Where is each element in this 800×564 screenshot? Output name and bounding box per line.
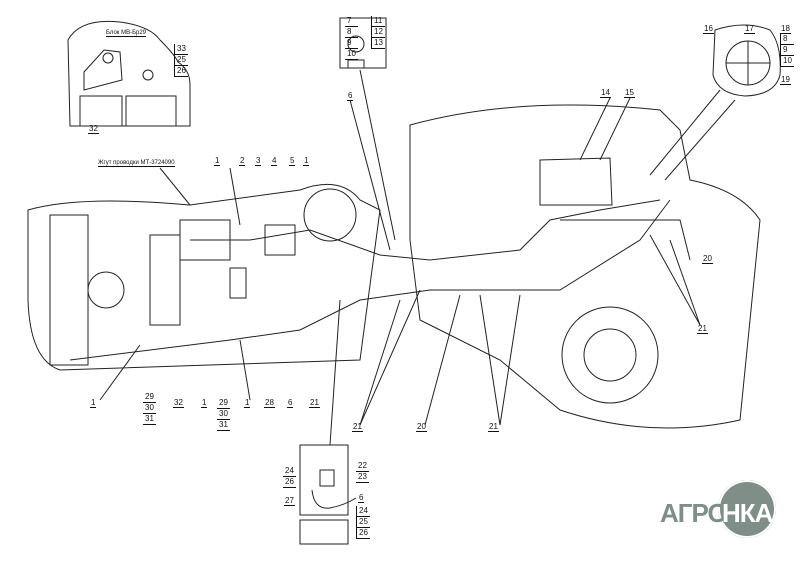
callout-stack-b: 29 30 31 <box>217 398 230 431</box>
callout: 29 <box>143 392 156 403</box>
callout: 4 <box>271 156 278 166</box>
callout: 31 <box>143 414 156 425</box>
callout: 33 <box>175 44 188 55</box>
callout: 25 <box>175 55 188 66</box>
callout: 14 <box>600 88 611 98</box>
callout: 30 <box>217 409 230 420</box>
agronka-logo: АГРО НКА <box>660 478 790 548</box>
callout: 6 <box>287 398 294 408</box>
callout: 32 <box>88 124 99 134</box>
callout: 25 <box>357 517 370 528</box>
block-note: Блок МВ-Бр29 <box>106 30 147 37</box>
callout-stack-top-left: 33 25 26 <box>174 44 188 77</box>
callout-stack-bottom-left: 24 26 <box>283 466 296 488</box>
callout: 20 <box>416 422 427 432</box>
callout: 29 <box>217 398 230 409</box>
callout: 1 <box>214 156 221 166</box>
callout: 21 <box>309 398 320 408</box>
callout: 1 <box>244 398 251 408</box>
inset-outline <box>712 24 781 97</box>
callout: 1 <box>90 398 97 408</box>
callout: 13 <box>372 38 385 49</box>
callout: 1 <box>303 156 310 166</box>
callout: 26 <box>357 528 370 539</box>
callout: 11 <box>372 16 385 27</box>
callout: 9 <box>345 38 358 49</box>
callout-stack-top-center: 7 8 9 10 <box>345 16 358 60</box>
logo-text: АГРО <box>660 498 728 528</box>
callout: 28 <box>264 398 275 408</box>
callout: 18 <box>780 24 791 34</box>
callout: 21 <box>352 422 363 432</box>
callout: 31 <box>217 420 230 431</box>
callout: 21 <box>697 324 708 334</box>
callout: 10 <box>781 56 794 67</box>
callout: 5 <box>289 156 296 166</box>
callout: 24 <box>357 506 370 517</box>
callout: 26 <box>175 66 188 77</box>
callout: 6 <box>347 91 354 101</box>
callout: 23 <box>356 472 369 483</box>
callout: 15 <box>624 88 635 98</box>
callout: 24 <box>283 466 296 477</box>
callout: 20 <box>702 254 713 264</box>
callout: 27 <box>284 496 295 506</box>
callout: 21 <box>488 422 499 432</box>
callout: 8 <box>781 34 794 45</box>
callout: 32 <box>173 398 184 408</box>
callout: 10 <box>345 49 358 60</box>
callout: 3 <box>255 156 262 166</box>
callout-stack-top-right: 8 9 10 <box>780 34 794 67</box>
callout: 17 <box>744 24 755 34</box>
callout: 12 <box>372 27 385 38</box>
inset-outline <box>67 20 191 127</box>
callout-stack-top-center-right: 11 12 13 <box>371 16 385 49</box>
callout-stack-a: 29 30 31 <box>143 392 156 425</box>
callout: 1 <box>201 398 208 408</box>
callout: 7 <box>345 16 358 27</box>
callout-stack-bottom-right: 24 25 26 <box>356 506 370 539</box>
callout: 2 <box>239 156 246 166</box>
callout: 6 <box>358 493 365 503</box>
callout: 19 <box>780 75 791 85</box>
callout: 9 <box>781 45 794 56</box>
callout: 22 <box>356 461 369 472</box>
callout: 30 <box>143 403 156 414</box>
inset-outline <box>299 444 349 516</box>
logo-circle <box>718 480 776 538</box>
harness-note: Жгут проводки МТ-3724090 <box>98 160 175 167</box>
callout: 8 <box>345 27 358 38</box>
callout-stack-bottom-right-top: 22 23 <box>356 461 369 483</box>
callout: 26 <box>283 477 296 488</box>
logo-circle-text: НКА <box>722 498 773 528</box>
callout: 16 <box>703 24 714 34</box>
